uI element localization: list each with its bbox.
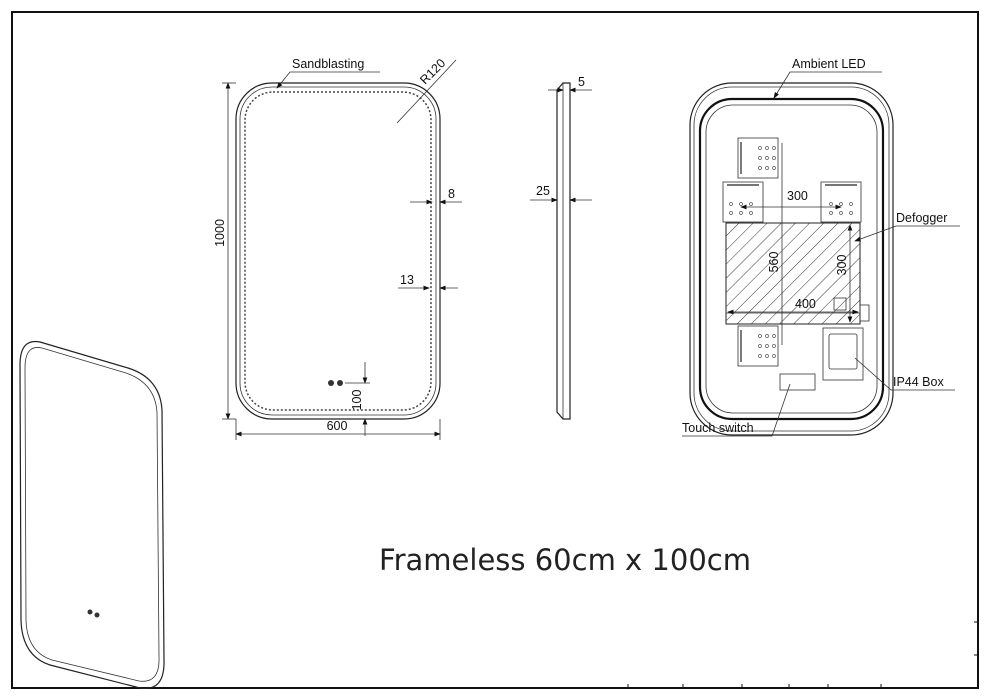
sandblasting-led-strip bbox=[244, 91, 432, 411]
front-view: 1000 600 Sandblasting R120 8 13 100 bbox=[213, 56, 462, 440]
ip44-box bbox=[822, 327, 864, 381]
ambient-led-label: Ambient LED bbox=[792, 57, 866, 71]
switch-offset-dimension-label: 100 bbox=[350, 390, 364, 411]
sandblasting-label: Sandblasting bbox=[292, 57, 364, 71]
hanging-bracket bbox=[737, 137, 779, 179]
side-view: 5 25 bbox=[530, 75, 592, 420]
hanging-bracket bbox=[737, 325, 779, 367]
touch-button-icon bbox=[328, 380, 334, 386]
ambient-led-strip bbox=[698, 97, 885, 421]
ip44-box-label: IP44 Box bbox=[893, 375, 944, 389]
bracket-spacing-label: 300 bbox=[787, 189, 808, 203]
touch-switch-module bbox=[779, 373, 816, 391]
defogger-height-label: 300 bbox=[835, 255, 849, 276]
height-dimension-label: 1000 bbox=[213, 219, 227, 247]
touch-button-icon bbox=[94, 612, 100, 618]
perspective-view bbox=[19, 340, 165, 690]
led-offset-dimension-label: 13 bbox=[400, 273, 414, 287]
product-title: Frameless 60cm x 100cm bbox=[379, 543, 751, 577]
hanging-bracket bbox=[722, 181, 764, 223]
defogger-label: Defogger bbox=[896, 211, 947, 225]
defogger-width-label: 400 bbox=[795, 297, 816, 311]
border-ticks bbox=[627, 621, 978, 688]
top-depth-label: 5 bbox=[578, 75, 585, 89]
touch-button-icon bbox=[87, 609, 93, 615]
touch-switch-label: Touch switch bbox=[682, 421, 754, 435]
hanging-bracket bbox=[820, 181, 862, 223]
back-view: 300 560 300 400 Ambient LED Defogger IP4… bbox=[682, 57, 960, 437]
radius-label: R120 bbox=[417, 56, 448, 87]
border-dimension-label: 8 bbox=[448, 187, 455, 201]
mirror-outline bbox=[235, 82, 441, 420]
vertical-spacing-label: 560 bbox=[767, 252, 781, 273]
defogger-pad bbox=[725, 222, 861, 325]
width-dimension-label: 600 bbox=[327, 419, 348, 433]
drawing-border bbox=[11, 11, 979, 689]
touch-button-icon bbox=[337, 380, 343, 386]
depth-dimension-label: 25 bbox=[536, 184, 550, 198]
